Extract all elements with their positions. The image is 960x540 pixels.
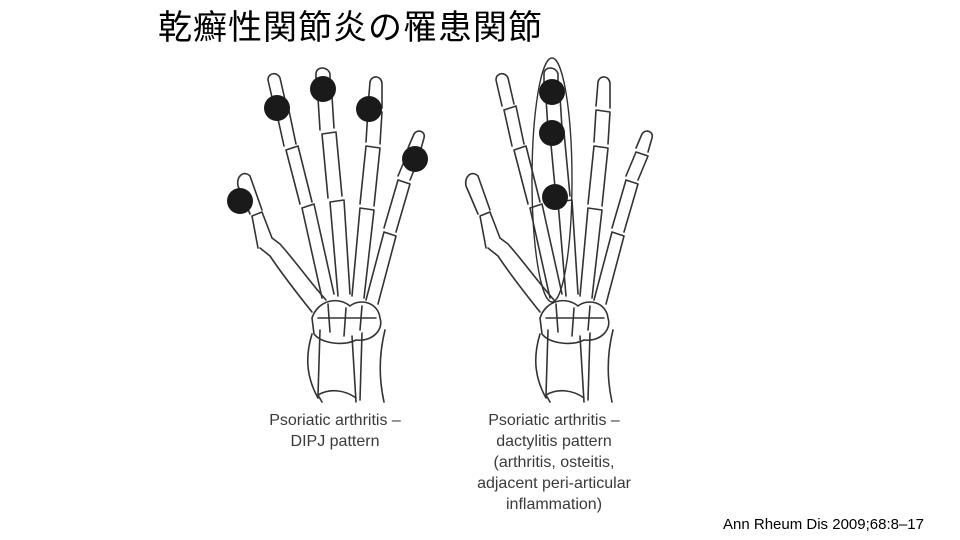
- left-hand-diagram: [227, 67, 428, 403]
- joint-marker: [264, 95, 290, 121]
- caption-line: adjacent peri-articular: [477, 475, 631, 492]
- joint-marker: [539, 79, 565, 105]
- caption-line: Psoriatic arthritis –: [269, 412, 401, 429]
- left-panel-caption: Psoriatic arthritis – DIPJ pattern: [232, 410, 438, 452]
- joint-marker: [542, 184, 568, 210]
- slide-title: 乾癬性関節炎の罹患関節: [158, 8, 543, 48]
- caption-line: Psoriatic arthritis –: [488, 412, 620, 429]
- right-hand-diagram: [464, 57, 654, 403]
- joint-marker: [402, 146, 428, 172]
- joint-marker: [310, 76, 336, 102]
- joint-marker: [356, 96, 382, 122]
- caption-line: dactylitis pattern: [496, 433, 612, 450]
- joint-marker: [227, 188, 253, 214]
- dactylitis-outline: [531, 57, 573, 303]
- caption-line: DIPJ pattern: [290, 433, 380, 450]
- caption-line: (arthritis, osteitis,: [493, 454, 615, 471]
- joint-marker: [539, 120, 565, 146]
- right-panel-caption: Psoriatic arthritis – dactylitis pattern…: [450, 410, 658, 515]
- citation: Ann Rheum Dis 2009;68:8–17: [723, 516, 924, 533]
- caption-line: inflammation): [505, 496, 603, 513]
